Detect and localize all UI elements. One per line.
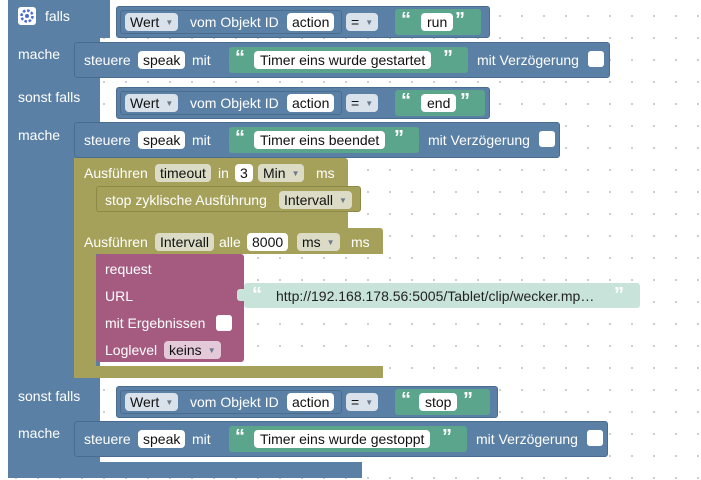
ausfuehren-label: Ausführen <box>84 165 148 181</box>
mache-label: mache <box>18 46 61 62</box>
steuere-label: steuere <box>84 52 131 68</box>
string-value[interactable]: stop <box>419 393 458 411</box>
quote-close-icon: ” <box>614 284 624 306</box>
delay-label: mit Verzögerung <box>476 431 578 447</box>
interval-unit-dropdown[interactable]: ms▼ <box>297 233 340 251</box>
vom-objekt-label: vom Objekt ID <box>190 14 279 30</box>
url-connector <box>237 289 246 301</box>
quote-open-icon: “ <box>235 426 245 448</box>
timeout-variable-field[interactable]: timeout <box>155 164 211 182</box>
delay-checkbox[interactable] <box>539 131 555 147</box>
vom-objekt-label: vom Objekt ID <box>190 394 279 410</box>
quote-close-icon: ” <box>443 47 453 69</box>
quote-close-icon: ” <box>394 127 404 149</box>
loglevel-dropdown[interactable]: keins▼ <box>164 341 221 359</box>
chevron-down-icon: ▼ <box>365 398 374 408</box>
delay-label: mit Verzögerung <box>477 52 579 68</box>
chevron-down-icon: ▼ <box>326 238 335 248</box>
steuere-label: steuere <box>84 431 131 447</box>
operator-dropdown[interactable]: =▼ <box>346 13 379 31</box>
interval-variable-field[interactable]: Intervall <box>155 233 215 251</box>
quote-open-icon: “ <box>235 127 245 149</box>
target-field[interactable]: speak <box>138 131 186 149</box>
sonst-falls-label: sonst falls <box>18 388 81 404</box>
mit-label: mit <box>192 431 211 447</box>
string-value[interactable]: run <box>421 13 454 31</box>
timeout-number-field[interactable]: 3 <box>235 164 253 182</box>
vom-objekt-label: vom Objekt ID <box>190 95 279 111</box>
text-value[interactable]: Timer eins beendet <box>254 131 386 149</box>
url-string-block[interactable] <box>244 283 640 308</box>
sonst-falls-label: sonst falls <box>18 89 81 105</box>
quote-open-icon: “ <box>401 9 411 31</box>
falls-label: falls <box>45 8 70 24</box>
results-checkbox[interactable] <box>216 315 232 331</box>
quote-close-icon: ” <box>442 426 452 448</box>
wert-dropdown[interactable]: Wert▼ <box>125 94 179 112</box>
text-value[interactable]: Timer eins wurde gestoppt <box>254 430 431 448</box>
alle-label: alle <box>219 234 241 250</box>
chevron-down-icon: ▼ <box>165 99 174 109</box>
mit-label: mit <box>192 132 211 148</box>
mache-label: mache <box>18 425 61 441</box>
if-block-bottom <box>8 462 362 478</box>
quote-close-icon: ” <box>463 389 473 411</box>
wert-dropdown[interactable]: Wert▼ <box>125 393 179 411</box>
quote-open-icon: “ <box>401 389 411 411</box>
chevron-down-icon: ▼ <box>339 196 347 206</box>
url-label: URL <box>105 288 134 304</box>
chevron-down-icon: ▼ <box>291 169 300 179</box>
quote-open-icon: “ <box>401 90 411 112</box>
quote-open-icon: “ <box>252 284 262 306</box>
loglevel-label: Loglevel <box>105 342 158 358</box>
wert-dropdown[interactable]: Wert▼ <box>125 13 179 31</box>
url-value[interactable]: http://192.168.178.56:5005/Tablet/clip/w… <box>276 288 595 304</box>
chevron-down-icon: ▼ <box>365 18 374 28</box>
unit-dropdown[interactable]: Min▼ <box>258 164 305 182</box>
ausfuehren-label: Ausführen <box>84 234 148 250</box>
object-id-field[interactable]: action <box>287 393 335 411</box>
chevron-down-icon: ▼ <box>365 99 374 109</box>
target-field[interactable]: speak <box>138 430 186 448</box>
request-title: request <box>105 261 152 277</box>
ms-label: ms <box>316 165 335 181</box>
object-id-field[interactable]: action <box>287 13 335 31</box>
timeout-block-spine <box>74 158 96 228</box>
text-value[interactable]: Timer eins wurde gestartet <box>254 51 432 69</box>
delay-checkbox[interactable] <box>587 430 603 446</box>
chevron-down-icon: ▼ <box>165 398 174 408</box>
quote-close-icon: ” <box>455 9 465 31</box>
target-field[interactable]: speak <box>138 51 186 69</box>
chevron-down-icon: ▼ <box>207 346 216 356</box>
results-label: mit Ergebnissen <box>105 315 206 331</box>
mache-label: mache <box>18 127 61 143</box>
delay-checkbox[interactable] <box>588 51 604 67</box>
mit-label: mit <box>192 52 211 68</box>
chevron-down-icon: ▼ <box>165 18 174 28</box>
quote-close-icon: ” <box>460 90 470 112</box>
interval-block-spine <box>74 228 96 378</box>
interval-block-bottom <box>74 366 383 378</box>
interval-number-field[interactable]: 8000 <box>247 233 289 251</box>
in-label: in <box>218 165 229 181</box>
gear-icon[interactable] <box>18 7 36 25</box>
string-value[interactable]: end <box>421 94 457 112</box>
stop-label: stop zyklische Ausführung <box>105 192 267 208</box>
object-id-field[interactable]: action <box>287 94 335 112</box>
steuere-label: steuere <box>84 132 131 148</box>
quote-open-icon: “ <box>235 47 245 69</box>
interval-dropdown[interactable]: Intervall▼ <box>279 191 352 209</box>
operator-dropdown[interactable]: =▼ <box>346 393 379 411</box>
ms-label: ms <box>351 234 370 250</box>
operator-dropdown[interactable]: =▼ <box>346 94 379 112</box>
delay-label: mit Verzögerung <box>428 132 530 148</box>
